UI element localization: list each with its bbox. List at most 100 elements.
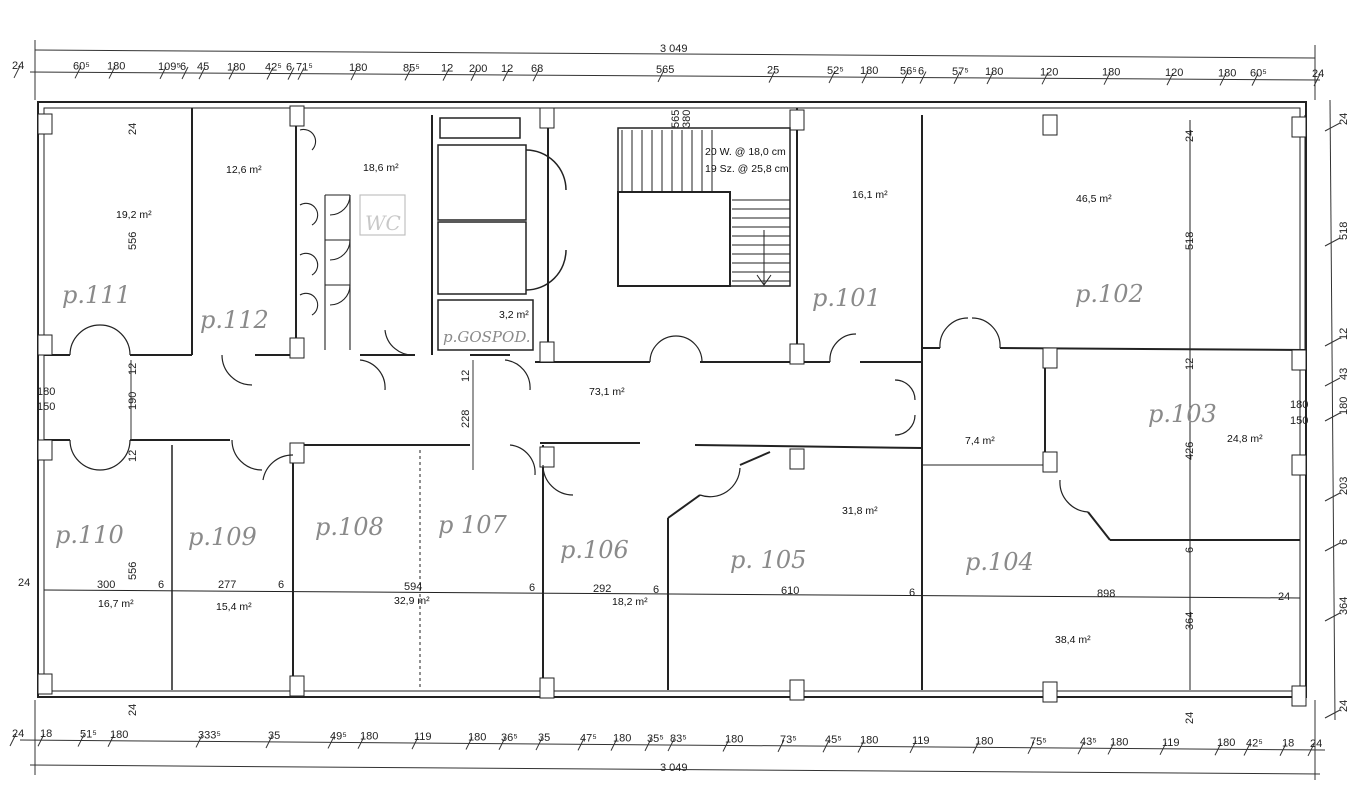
area-112: 12,6 m² [226,164,262,176]
top-dim-label: 12 [501,63,513,75]
svg-text:277: 277 [218,579,236,591]
bottom-dim-label: 24 [1310,738,1322,750]
svg-text:12: 12 [127,450,139,462]
area-103: 24,8 m² [1227,433,1263,445]
bottom-dim-label: 43⁵ [1080,736,1097,748]
svg-text:228: 228 [460,410,472,428]
svg-text:594: 594 [404,581,422,593]
room-label-104: p.104 [965,548,1034,576]
room-label-106: p.106 [560,536,629,564]
area-109: 15,4 m² [216,601,252,613]
right-dim-label: 203 [1338,477,1350,495]
top-dim-label: 200 [469,63,487,75]
svg-text:518: 518 [1184,232,1196,250]
room-label-110: p.110 [55,521,124,549]
svg-text:292: 292 [593,583,611,595]
svg-text:12: 12 [1184,358,1196,370]
top-dim-label: 180 [349,62,367,74]
bottom-dim-label: 180 [468,732,486,744]
top-dim-label: 85⁵ [403,62,420,74]
area-104: 38,4 m² [1055,634,1091,646]
svg-text:24: 24 [127,704,139,716]
svg-text:380: 380 [681,110,693,128]
room-label-108: p.108 [315,513,384,541]
bottom-dim-label: 45⁵ [825,734,842,746]
bottom-dim-label: 180 [975,735,993,747]
top-dim-label: 71⁵ [296,62,313,74]
room-label-gospod: p.GOSPOD. [443,328,531,346]
staircase [617,127,791,287]
right-dim-label: 24 [1338,113,1350,125]
top-dim-label: 12 [441,63,453,75]
room-label-107: p 107 [438,511,508,539]
room-label-111: p.111 [62,281,131,309]
top-dim-label: 60⁵ [1250,68,1267,80]
area-hall: 7,4 m² [965,435,995,447]
svg-text:565: 565 [670,110,682,128]
bottom-dim-label: 180 [1110,736,1128,748]
overall-width-top: 3 049 [660,43,688,55]
svg-text:12: 12 [460,370,472,382]
top-dim-label: 68 [531,63,543,75]
area-gospod: 3,2 m² [499,309,529,321]
svg-text:300: 300 [97,579,115,591]
top-dim-label: 180 [1218,67,1236,79]
bottom-dim-label: 24 [12,728,24,740]
bottom-dim-label: 49⁵ [330,730,347,742]
area-111: 19,2 m² [116,209,152,221]
svg-text:610: 610 [781,585,799,597]
svg-text:556: 556 [127,232,139,250]
bottom-dim-label: 180 [725,733,743,745]
stair-note-treads: 19 Sz. @ 25,8 cm [705,163,789,175]
top-dim-label: 565 [656,64,674,76]
bottom-dim-label: 180 [360,731,378,743]
top-overall-dimension: 3 049 [34,40,1316,100]
right-dim-label: 364 [1338,597,1350,615]
svg-text:180: 180 [1290,399,1308,411]
door-swings [69,317,1089,513]
area-108: 32,9 m² [394,595,430,607]
area-105: 31,8 m² [842,505,878,517]
top-dim-label: 120 [1040,66,1058,78]
area-110: 16,7 m² [98,598,134,610]
room-label-102: p.102 [1075,280,1144,308]
svg-text:556: 556 [127,562,139,580]
svg-text:24: 24 [1184,712,1196,724]
bottom-dim-label: 47⁵ [580,732,597,744]
top-dim-label: 57⁵ [952,66,969,78]
bottom-dim-label: 35 [268,730,280,742]
columns [37,105,1307,707]
bottom-overall-dimension: 3 049 [29,700,1321,780]
room-label-109: p.109 [188,523,257,551]
room-label-101: p.101 [812,284,881,312]
bottom-dim-label: 180 [1217,737,1235,749]
top-dim-label: 24 [1312,68,1324,80]
svg-text:6: 6 [529,582,535,594]
top-dim-label: 109⁵ [158,61,181,73]
room-label-112: p.112 [200,306,269,334]
bottom-dim-label: 119 [912,735,930,747]
top-dim-label: 52⁵ [827,65,844,77]
bottom-dim-label: 180 [110,729,128,741]
top-dim-label: 180 [107,61,125,73]
room-label-105: p. 105 [730,546,806,574]
top-dim-label: 56⁵ [900,65,917,77]
right-dim-label: 12 [1338,328,1350,340]
right-dim-label: 24 [1338,700,1350,712]
top-dim-label: 42⁵ [265,62,282,74]
top-dim-label: 6 [286,62,292,74]
svg-text:364: 364 [1184,612,1196,630]
top-dim-label: 180 [985,66,1003,78]
svg-text:190: 190 [127,392,139,410]
bottom-dim-label: 36⁵ [501,732,518,744]
top-dim-label: 6 [918,66,924,78]
svg-text:6: 6 [278,579,284,591]
top-dim-label: 120 [1165,67,1183,79]
overall-width-bottom: 3 049 [660,762,688,774]
top-dim-label: 24 [12,60,24,72]
svg-text:12: 12 [127,363,139,375]
bottom-dim-label: 83⁵ [670,733,687,745]
top-dim-label: 180 [1102,67,1120,79]
